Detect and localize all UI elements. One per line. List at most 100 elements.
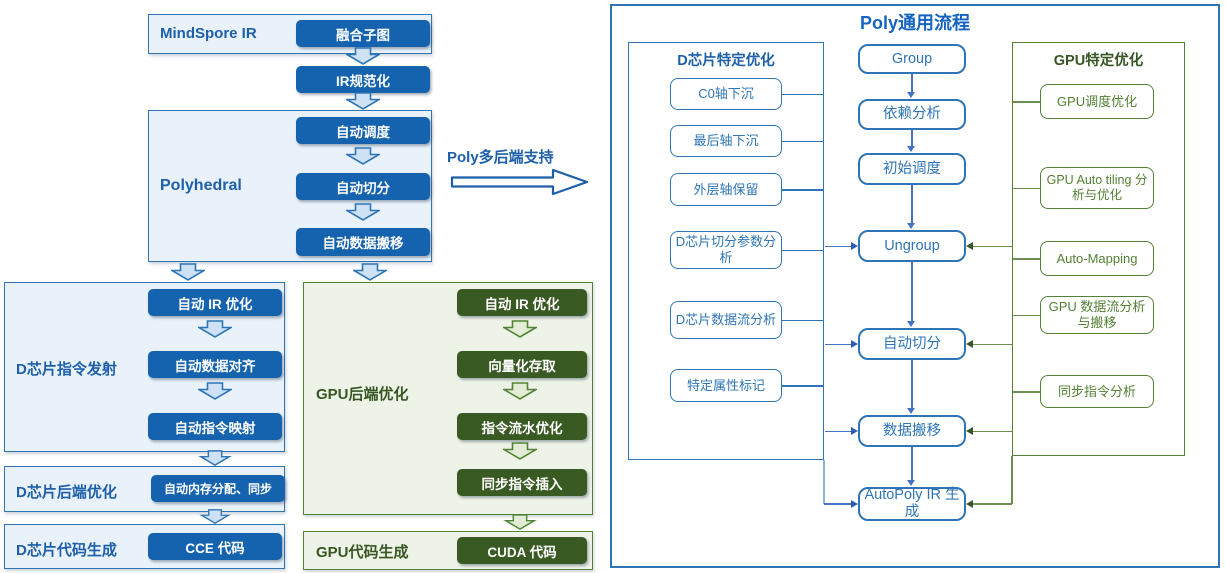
arrowhead-left-icon (966, 499, 973, 508)
connector-line (973, 245, 1012, 247)
gpu-auto-ir-opt-node: 自动 IR 优化 (457, 289, 587, 316)
down-arrow-icon (503, 382, 537, 400)
auto-instr-map-node: 自动指令映射 (148, 413, 282, 440)
down-arrow-icon (198, 320, 232, 338)
dependency-analysis-node: 依赖分析 (858, 99, 966, 130)
ir-normalization-node: IR规范化 (296, 66, 430, 93)
connector-line (782, 249, 824, 251)
gpu-specific-header: GPU特定优化 (1053, 53, 1144, 69)
gpu-schedule-opt-node: GPU调度优化 (1040, 84, 1154, 119)
last-axis-sink-node: 最后轴下沉 (670, 125, 782, 157)
auto-mapping-node: Auto-Mapping (1040, 241, 1154, 276)
autopoly-ir-gen-node: AutoPoly IR 生成 (858, 487, 966, 521)
connector-line (911, 360, 913, 409)
instr-pipeline-opt-node: 指令流水优化 (457, 413, 587, 440)
arrowhead-right-icon (851, 340, 858, 348)
auto-tiling-node: 自动切分 (296, 173, 430, 200)
cuda-code-node: CUDA 代码 (457, 537, 587, 564)
initial-schedule-node: 初始调度 (858, 153, 966, 185)
connector-line (973, 503, 1012, 505)
panel-title: Poly通用流程 (859, 13, 970, 33)
connector-line (973, 343, 1012, 345)
data-move-mid-node: 数据搬移 (858, 415, 966, 447)
connector-line (825, 430, 852, 432)
right-arrow-icon (450, 168, 589, 196)
down-arrow-icon (346, 92, 380, 110)
arrowhead-right-icon (851, 242, 858, 250)
connector-line (1013, 187, 1040, 189)
connector-line (825, 245, 852, 247)
arrowhead-down-icon (907, 480, 915, 486)
d-dataflow-node: D芯片数据流分析 (670, 301, 782, 339)
d-codegen-label: D芯片代码生成 (16, 542, 117, 559)
polyhedral-label: Polyhedral (160, 177, 242, 194)
arrowhead-left-icon (966, 340, 973, 348)
vectorized-access-node: 向量化存取 (457, 351, 587, 378)
arrowhead-right-icon (851, 499, 858, 508)
arrowhead-down-icon (907, 92, 915, 98)
auto-data-move-node: 自动数据搬移 (296, 228, 430, 256)
sync-instr-analysis-node: 同步指令分析 (1040, 375, 1154, 408)
down-arrow-icon (198, 450, 232, 466)
down-arrow-icon (199, 509, 231, 524)
connector-line (1013, 391, 1040, 393)
connector-line (911, 447, 913, 481)
multi-backend-label: Poly多后端支持 (447, 149, 554, 166)
fused-subgraph-node: 融合子图 (296, 20, 430, 47)
down-arrow-icon (503, 442, 537, 460)
down-arrow-icon (171, 263, 205, 281)
auto-schedule-node: 自动调度 (296, 117, 430, 144)
down-arrow-icon (503, 514, 537, 530)
arrowhead-down-icon (907, 408, 915, 414)
gpu-codegen-label: GPU代码生成 (316, 544, 409, 561)
connector-line (911, 74, 913, 93)
connector-line (824, 503, 852, 505)
auto-ir-opt-node: 自动 IR 优化 (148, 289, 282, 316)
gpu-dataflow-node: GPU 数据流分析与搬移 (1040, 296, 1154, 334)
down-arrow-icon (353, 263, 387, 281)
auto-tiling-mid-node: 自动切分 (858, 328, 966, 360)
down-arrow-icon (346, 47, 380, 65)
connector-line (1013, 258, 1040, 260)
d-specific-header: D芯片特定优化 (677, 53, 775, 69)
gpu-backend-label: GPU后端优化 (316, 386, 409, 403)
outer-axis-keep-node: 外层轴保留 (670, 173, 782, 206)
connector-line (823, 460, 825, 504)
connector-line (782, 93, 824, 95)
down-arrow-icon (198, 382, 232, 400)
connector-line (1013, 101, 1040, 103)
connector-line (911, 130, 913, 147)
ungroup-node: Ungroup (858, 230, 966, 262)
arrowhead-left-icon (966, 427, 973, 435)
auto-data-align-node: 自动数据对齐 (148, 351, 282, 378)
c0-axis-sink-node: C0轴下沉 (670, 78, 782, 110)
connector-line (782, 140, 824, 142)
d-tiling-param-node: D芯片切分参数分析 (670, 231, 782, 269)
sync-instr-insert-node: 同步指令插入 (457, 469, 587, 496)
connector-line (782, 189, 824, 191)
connector-line (1013, 314, 1040, 316)
arrowhead-left-icon (966, 242, 973, 250)
arrowhead-down-icon (907, 321, 915, 327)
cce-code-node: CCE 代码 (148, 533, 282, 560)
down-arrow-icon (503, 320, 537, 338)
d-backend-label: D芯片后端优化 (16, 484, 117, 501)
arrowhead-right-icon (851, 427, 858, 435)
auto-mem-sync-node: 自动内存分配、同步 (151, 475, 285, 502)
connector-line (782, 319, 824, 321)
down-arrow-icon (346, 147, 380, 165)
mindspore-ir-label: MindSpore IR (160, 25, 257, 42)
connector-line (825, 343, 852, 345)
d-instr-label: D芯片指令发射 (16, 361, 117, 378)
connector-line (782, 385, 824, 387)
connector-line (911, 185, 913, 224)
attr-mark-node: 特定属性标记 (670, 369, 782, 402)
arrowhead-down-icon (907, 146, 915, 152)
connector-line (911, 262, 913, 322)
connector-line (1011, 456, 1013, 504)
group-node: Group (858, 44, 966, 74)
down-arrow-icon (346, 203, 380, 221)
connector-line (973, 430, 1012, 432)
gpu-auto-tiling-node: GPU Auto tiling 分析与优化 (1040, 167, 1154, 209)
